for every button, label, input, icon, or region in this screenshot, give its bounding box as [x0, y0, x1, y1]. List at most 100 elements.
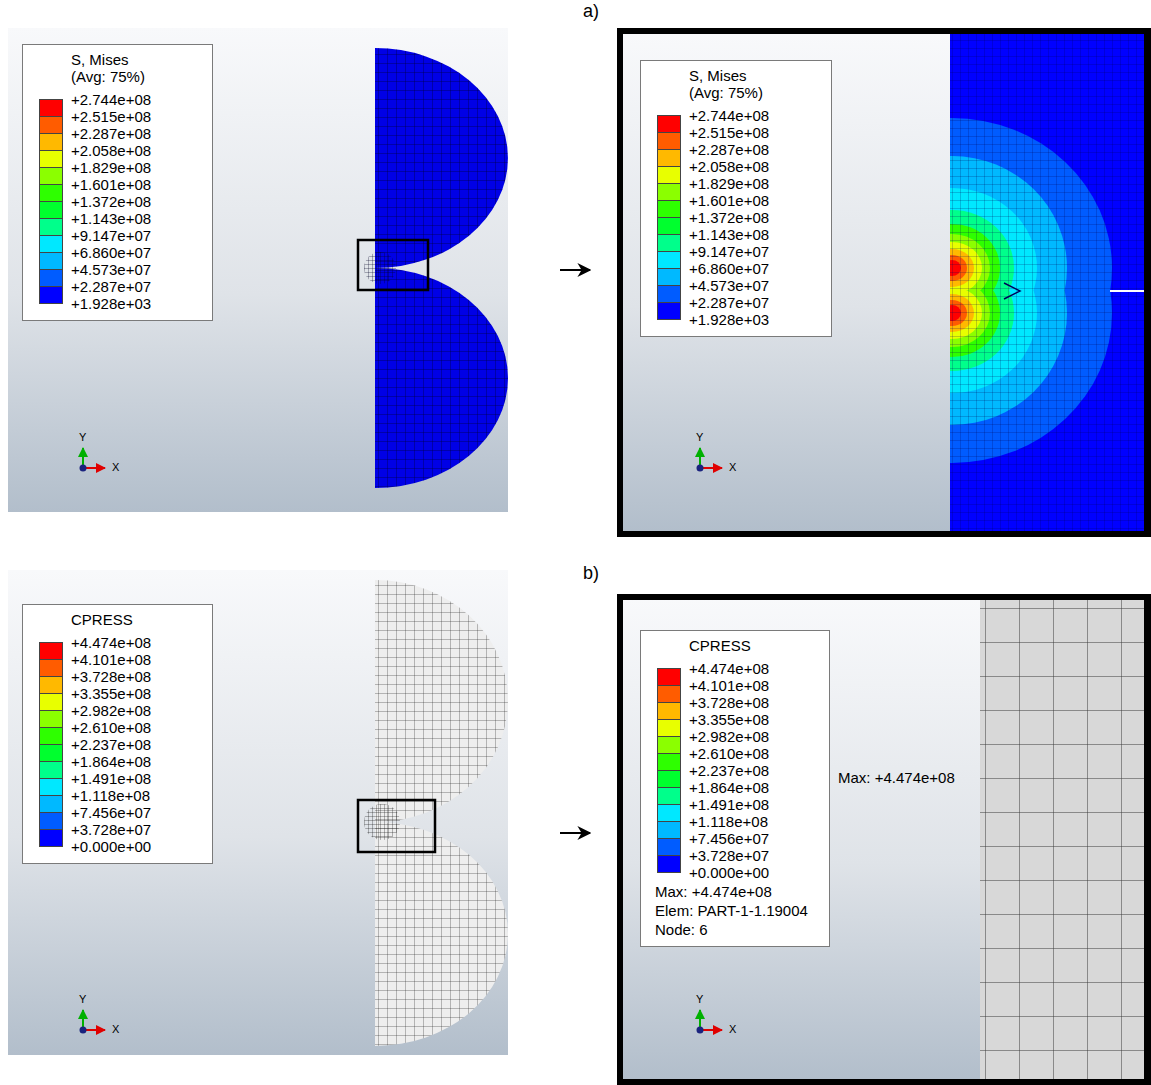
legend-value: +1.829e+08 — [71, 159, 151, 176]
legend-swatch — [39, 116, 63, 134]
legend-swatch — [657, 770, 681, 788]
legend-value: +1.143e+08 — [689, 226, 769, 243]
legend-box: S, Mises(Avg: 75%) +2.744e+08+2.515e+08 +2… — [640, 60, 832, 337]
legend-swatch — [39, 286, 63, 304]
legend-swatch — [39, 269, 63, 287]
legend-value: +1.864e+08 — [71, 753, 151, 770]
legend-value: +6.860e+07 — [689, 260, 769, 277]
legend-swatch — [39, 167, 63, 185]
viewport-background — [8, 570, 508, 1055]
legend-swatch — [657, 268, 681, 286]
contact-pressure-line — [985, 777, 1144, 779]
legend-swatch — [39, 133, 63, 151]
legend-value: +1.928e+03 — [689, 311, 769, 328]
axis-label: X — [112, 1023, 119, 1036]
legend-value: +2.515e+08 — [71, 108, 151, 125]
legend-swatch — [39, 761, 63, 779]
viewport-background — [8, 28, 508, 512]
legend-value: +0.000e+00 — [689, 864, 769, 881]
zoom-frame — [617, 594, 1151, 1085]
refined-mesh — [364, 804, 400, 840]
legend-swatch — [657, 302, 681, 320]
legend-swatch — [657, 251, 681, 269]
legend-value: +1.864e+08 — [689, 779, 769, 796]
legend-swatch — [657, 200, 681, 218]
mesh-lines — [950, 34, 1144, 531]
legend-value: +7.456e+07 — [689, 830, 769, 847]
legend-value: +1.118e+08 — [689, 813, 768, 830]
legend-value: +2.237e+08 — [71, 736, 151, 753]
max-marker: Max: +4.474e+08 — [838, 769, 955, 786]
zoom-box — [358, 800, 435, 852]
legend-value: +4.474e+08 — [71, 634, 151, 651]
legend-swatch — [39, 778, 63, 796]
legend-swatch — [39, 252, 63, 270]
legend-value: +2.058e+08 — [689, 158, 769, 175]
legend-swatch — [657, 787, 681, 805]
legend-swatch — [39, 150, 63, 168]
legend-value: +9.147e+07 — [689, 243, 769, 260]
legend-value: +4.101e+08 — [71, 651, 151, 668]
viewport-background — [623, 600, 1144, 1079]
legend-value: +2.982e+08 — [71, 702, 151, 719]
legend-value: +1.829e+08 — [689, 175, 769, 192]
legend-value: +2.744e+08 — [689, 107, 769, 124]
legend-value: +4.474e+08 — [689, 660, 769, 677]
legend-value: +1.928e+03 — [71, 295, 151, 312]
mesh-lines — [980, 600, 1144, 1079]
legend-value: +1.491e+08 — [689, 796, 769, 813]
legend-value: +3.355e+08 — [71, 685, 151, 702]
legend-value: +3.728e+07 — [689, 847, 769, 864]
legend-swatch — [657, 115, 681, 133]
legend-swatch — [39, 642, 63, 660]
legend-swatch — [657, 702, 681, 720]
legend-swatch — [657, 132, 681, 150]
legend-value: +2.058e+08 — [71, 142, 151, 159]
axis-label: X — [729, 461, 736, 474]
legend-swatch — [657, 183, 681, 201]
legend-title: S, Mises — [689, 67, 821, 84]
legend-scale: +4.474e+08+4.101e+08+3.728e+08+3.355e+08… — [37, 634, 202, 855]
legend-swatch — [657, 234, 681, 252]
legend-title: (Avg: 75%) — [689, 84, 821, 101]
legend-value: +1.601e+08 — [71, 176, 151, 193]
legend-value: +2.237e+08 — [689, 762, 769, 779]
legend-value: +2.287e+07 — [689, 294, 769, 311]
legend-value: +1.143e+08 — [71, 210, 151, 227]
legend-swatch — [39, 795, 63, 813]
legend-value: +1.118e+08 — [71, 787, 150, 804]
legend-value: +3.728e+08 — [689, 694, 769, 711]
axis-triad — [80, 1010, 106, 1034]
legend-box: CPRESS+4.474e+08+4.101e+08+3.728e+08+3.3… — [640, 630, 830, 947]
legend-scale: +2.744e+08+2.515e+08+2.287e+08+2.058e+08… — [37, 91, 202, 312]
legend-value: +2.610e+08 — [689, 745, 769, 762]
legend-value: +2.982e+08 — [689, 728, 769, 745]
legend-scale: +4.474e+08+4.101e+08+3.728e+08+3.355e+08… — [655, 660, 819, 881]
legend-swatch — [657, 838, 681, 856]
legend-value: +2.610e+08 — [71, 719, 151, 736]
legend-value: +4.573e+07 — [689, 277, 769, 294]
legend-swatch — [39, 812, 63, 830]
legend-swatch — [39, 201, 63, 219]
legend-value: +4.101e+08 — [689, 677, 769, 694]
legend-swatch — [657, 821, 681, 839]
axis-label: Y — [79, 431, 86, 444]
viewport-background — [623, 34, 1144, 531]
legend-swatch — [657, 804, 681, 822]
legend-swatch — [657, 285, 681, 303]
max-info: Node: 6 — [655, 921, 819, 938]
legend-swatch — [657, 855, 681, 873]
max-info: Elem: PART-1-1.19004 — [655, 902, 819, 919]
legend-title: S, Mises — [71, 51, 202, 68]
axis-triad — [697, 448, 723, 472]
legend-value: +1.372e+08 — [689, 209, 769, 226]
legend-swatch — [657, 149, 681, 167]
stress-field — [950, 34, 1144, 531]
zoom-arrow — [560, 269, 590, 271]
legend-value: +7.456e+07 — [71, 804, 151, 821]
legend-swatch — [39, 693, 63, 711]
contact-gap — [1004, 283, 1020, 299]
zoom-arrow — [560, 832, 590, 834]
legend-value: +2.515e+08 — [689, 124, 769, 141]
panel-label: b) — [583, 563, 599, 584]
